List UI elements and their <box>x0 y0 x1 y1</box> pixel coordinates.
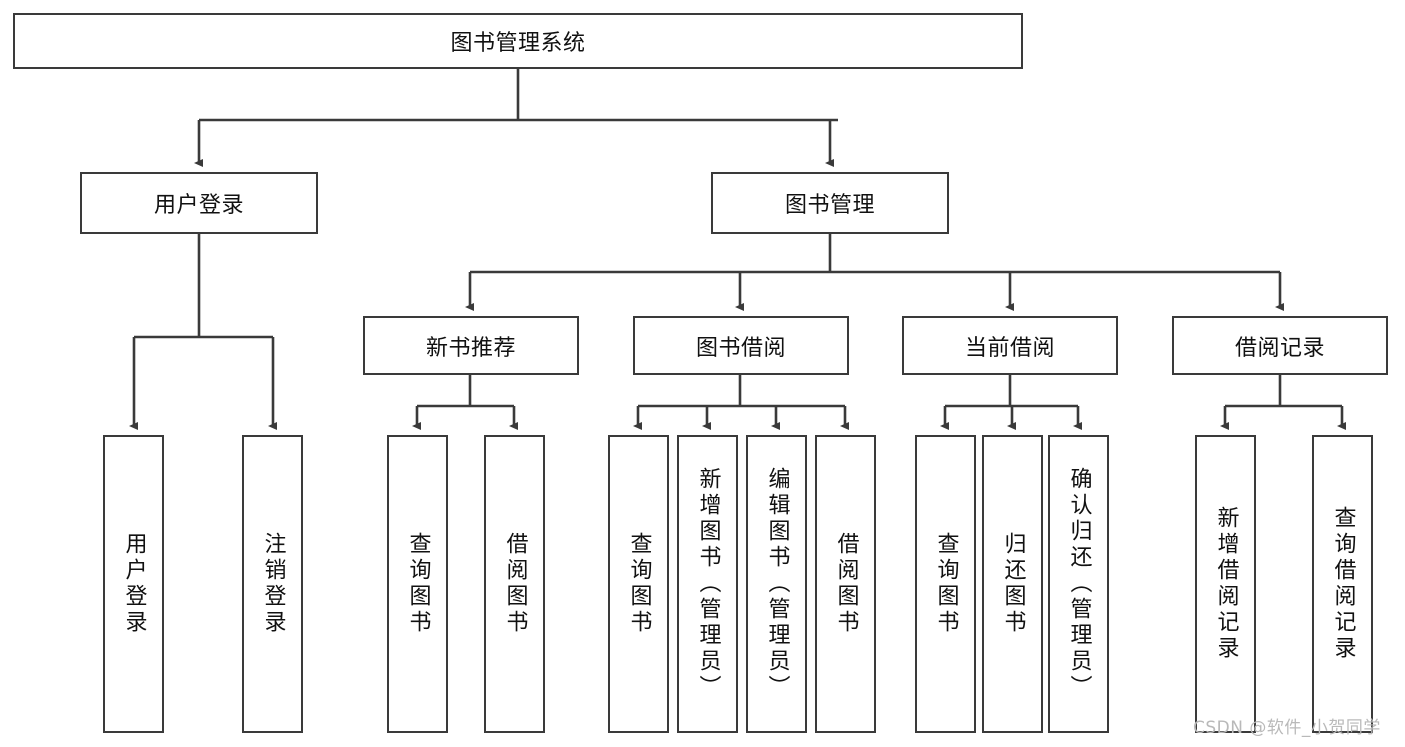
node-leaf-query-book-rec[interactable]: 查询图书 <box>387 435 448 733</box>
node-leaf-borrow-book-bb-label: 借阅图书 <box>833 532 859 636</box>
node-leaf-borrow-book-rec-label: 借阅图书 <box>502 532 528 636</box>
node-leaf-user-logout[interactable]: 注销登录 <box>242 435 303 733</box>
node-root[interactable]: 图书管理系统 <box>13 13 1023 69</box>
node-borrow-record-label: 借阅记录 <box>1234 335 1325 361</box>
node-leaf-user-login-label: 用户登录 <box>121 532 147 636</box>
node-user-login-label: 用户登录 <box>153 193 244 218</box>
node-book-manage[interactable]: 图书管理 <box>711 172 949 234</box>
node-leaf-query-book-rec-label: 查询图书 <box>405 532 431 636</box>
node-book-borrow-label: 图书借阅 <box>695 335 786 361</box>
node-leaf-add-book[interactable]: 新增图书（管理员） <box>677 435 738 733</box>
node-leaf-query-record[interactable]: 查询借阅记录 <box>1312 435 1373 733</box>
node-book-manage-label: 图书管理 <box>784 193 875 218</box>
node-user-login[interactable]: 用户登录 <box>80 172 318 234</box>
node-leaf-query-book-cb-label: 查询图书 <box>933 532 959 636</box>
node-leaf-return-book[interactable]: 归还图书 <box>982 435 1043 733</box>
node-leaf-edit-book[interactable]: 编辑图书（管理员） <box>746 435 807 733</box>
node-leaf-confirm-return-label: 确认归还（管理员） <box>1066 467 1092 701</box>
node-leaf-borrow-book-bb[interactable]: 借阅图书 <box>815 435 876 733</box>
node-book-borrow[interactable]: 图书借阅 <box>633 316 849 375</box>
node-leaf-user-login[interactable]: 用户登录 <box>103 435 164 733</box>
node-leaf-query-book-bb-label: 查询图书 <box>626 532 652 636</box>
node-root-label: 图书管理系统 <box>450 31 586 56</box>
node-leaf-query-record-label: 查询借阅记录 <box>1330 506 1356 662</box>
node-borrow-record[interactable]: 借阅记录 <box>1172 316 1388 375</box>
node-leaf-add-record-label: 新增借阅记录 <box>1213 506 1239 662</box>
node-current-borrow[interactable]: 当前借阅 <box>902 316 1118 375</box>
node-new-book-rec[interactable]: 新书推荐 <box>363 316 579 375</box>
node-new-book-rec-label: 新书推荐 <box>425 335 516 361</box>
node-leaf-confirm-return[interactable]: 确认归还（管理员） <box>1048 435 1109 733</box>
csdn-watermark: CSDN @软件_小贺同学 <box>1193 718 1381 738</box>
node-leaf-edit-book-label: 编辑图书（管理员） <box>764 467 790 701</box>
node-current-borrow-label: 当前借阅 <box>964 335 1055 361</box>
node-leaf-add-book-label: 新增图书（管理员） <box>695 467 721 701</box>
node-leaf-user-logout-label: 注销登录 <box>260 532 286 636</box>
node-leaf-query-book-cb[interactable]: 查询图书 <box>915 435 976 733</box>
node-leaf-query-book-bb[interactable]: 查询图书 <box>608 435 669 733</box>
node-leaf-add-record[interactable]: 新增借阅记录 <box>1195 435 1256 733</box>
node-leaf-borrow-book-rec[interactable]: 借阅图书 <box>484 435 545 733</box>
node-leaf-return-book-label: 归还图书 <box>1000 532 1026 636</box>
